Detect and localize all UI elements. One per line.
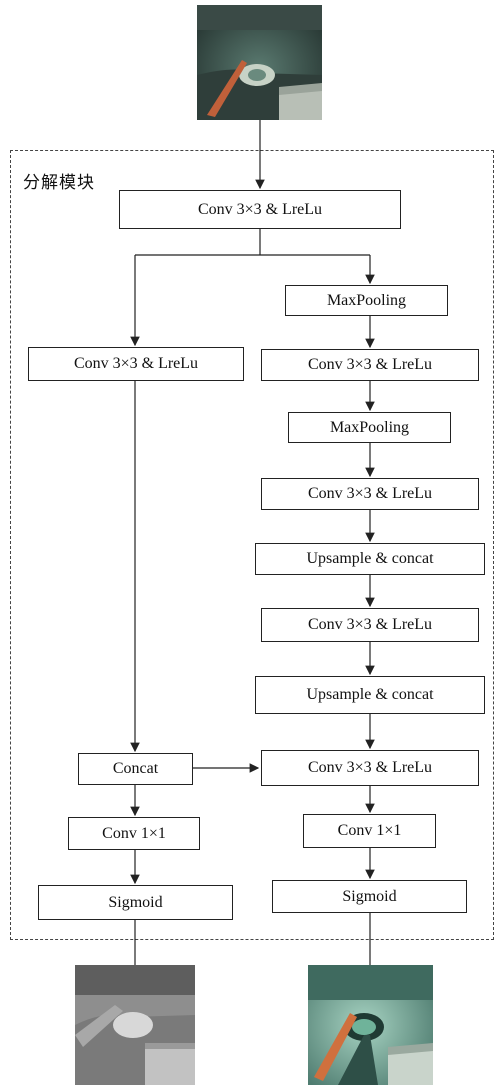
left-conv1x1-block: Conv 1×1 [68,817,200,850]
right-upsample-block-2: Upsample & concat [255,676,485,714]
module-label: 分解模块 [23,173,95,193]
left-sigmoid-block: Sigmoid [38,885,233,920]
right-conv-block-1: Conv 3×3 & LreLu [261,349,479,381]
right-upsample-block-1: Upsample & concat [255,543,485,575]
right-sigmoid-block: Sigmoid [272,880,467,913]
left-concat-block: Concat [78,753,193,785]
top-conv-block: Conv 3×3 & LreLu [119,190,401,229]
right-conv1x1-block: Conv 1×1 [303,814,436,848]
input-tunnel-image [197,5,322,120]
right-maxpool-block-2: MaxPooling [288,412,451,443]
left-conv-block: Conv 3×3 & LreLu [28,347,244,381]
reflectance-map-image [308,965,433,1085]
right-conv-block-2: Conv 3×3 & LreLu [261,478,479,510]
right-conv-block-4: Conv 3×3 & LreLu [261,750,479,786]
decomposition-module-boundary [10,150,494,940]
right-conv-block-3: Conv 3×3 & LreLu [261,608,479,642]
right-maxpool-block-1: MaxPooling [285,285,448,316]
illumination-map-image [75,965,195,1085]
